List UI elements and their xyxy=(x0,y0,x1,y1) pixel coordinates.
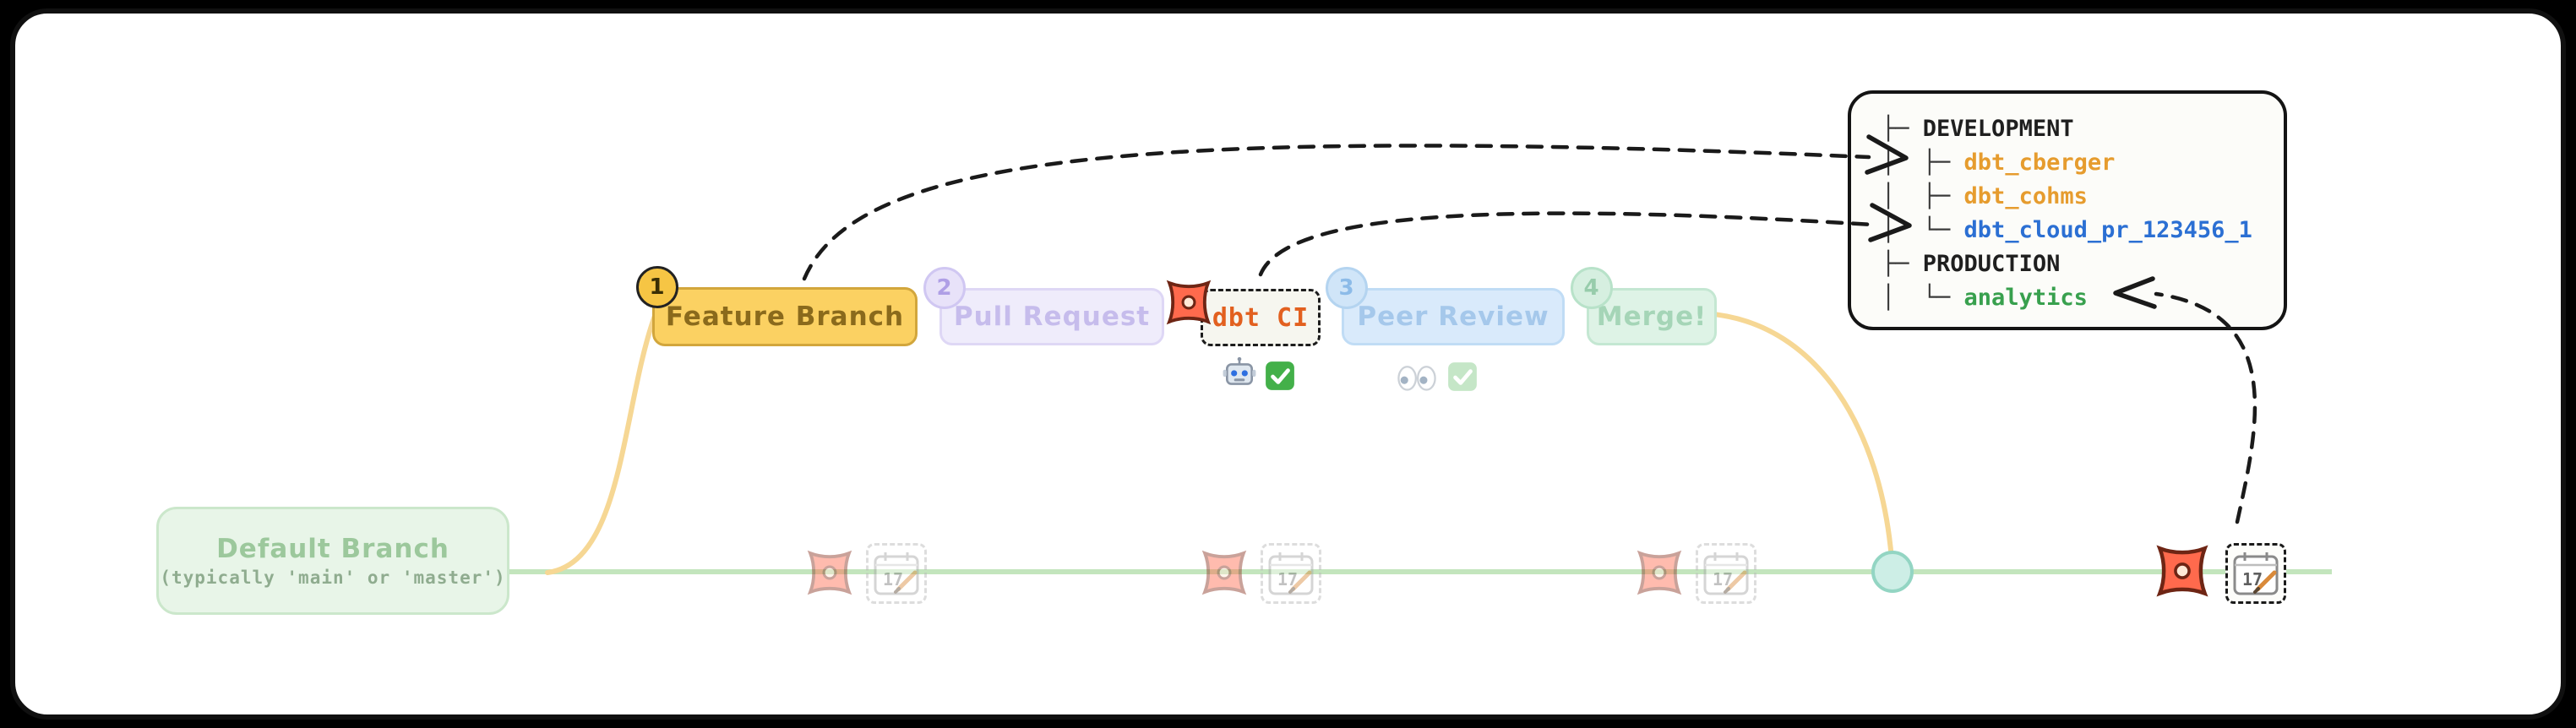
check-icon xyxy=(1264,360,1296,392)
tree-prefix: │ └─ xyxy=(1882,217,1964,243)
step-number-badge: 1 xyxy=(636,266,678,308)
tree-line-development: ├─ DEVELOPMENT xyxy=(1882,112,2284,146)
dbt-logo-icon xyxy=(1628,541,1691,604)
step-label: Merge! xyxy=(1596,302,1707,332)
schema-group-name: DEVELOPMENT xyxy=(1922,116,2074,142)
dbt-logo-icon xyxy=(1157,271,1220,334)
calendar-icon: 17 xyxy=(866,543,927,604)
dbt-logo-icon xyxy=(798,541,861,604)
dbt-logo-icon xyxy=(1193,541,1255,604)
schema-name: dbt_cohms xyxy=(1963,183,2088,209)
step-label: Pull Request xyxy=(953,302,1151,332)
check-icon xyxy=(1446,361,1479,393)
tree-prefix: ├─ xyxy=(1882,251,1923,277)
tree-line-dbt-cloud-pr: │ └─ dbt_cloud_pr_123456_1 xyxy=(1882,214,2284,247)
tree-line-dbt-cberger: │ ├─ dbt_cberger xyxy=(1882,146,2284,180)
warehouse-schema-panel: ├─ DEVELOPMENT │ ├─ dbt_cberger │ ├─ dbt… xyxy=(1848,90,2287,330)
dbt-logo-icon xyxy=(2146,535,2219,607)
calendar-day: 17 xyxy=(1277,569,1298,589)
schema-name: dbt_cberger xyxy=(1963,149,2116,176)
tree-line-dbt-cohms: │ ├─ dbt_cohms xyxy=(1882,180,2284,214)
tree-line-production: ├─ PRODUCTION xyxy=(1882,247,2284,281)
tree-prefix: │ ├─ xyxy=(1882,149,1964,176)
tree-prefix: │ ├─ xyxy=(1882,183,1964,209)
step-number-badge: 2 xyxy=(923,267,966,309)
calendar-icon: 17 xyxy=(1696,543,1756,604)
tree-prefix: │ └─ xyxy=(1882,285,1964,311)
tree-line-analytics: │ └─ analytics xyxy=(1882,281,2284,315)
step-pull-request: 2 Pull Request xyxy=(923,267,1164,345)
eyes-icon xyxy=(1396,365,1438,392)
calendar-icon: 17 xyxy=(2225,543,2286,604)
step-label: Peer Review xyxy=(1357,302,1549,332)
robot-icon xyxy=(1222,356,1257,392)
step-number-badge: 3 xyxy=(1326,267,1368,309)
step-label: dbt CI xyxy=(1212,302,1310,333)
schema-name: analytics xyxy=(1963,285,2088,311)
calendar-icon: 17 xyxy=(1261,543,1321,604)
schema-name: dbt_cloud_pr_123456_1 xyxy=(1963,217,2252,243)
default-branch-subtitle: (typically 'main' or 'master') xyxy=(160,568,506,588)
schema-group-name: PRODUCTION xyxy=(1922,251,2061,277)
step-feature-branch: 1 Feature Branch xyxy=(636,266,918,346)
calendar-day: 17 xyxy=(883,569,903,589)
default-branch-box: Default Branch (typically 'main' or 'mas… xyxy=(156,507,509,615)
step-label: Feature Branch xyxy=(665,302,905,332)
step-number-badge: 4 xyxy=(1571,267,1613,309)
step-peer-review: 3 Peer Review xyxy=(1326,267,1565,345)
step-merge: 4 Merge! xyxy=(1571,267,1717,345)
step-dbt-ci: dbt CI xyxy=(1166,280,1321,346)
calendar-day: 17 xyxy=(1713,569,1733,589)
tree-prefix: ├─ xyxy=(1882,116,1923,142)
default-branch-title: Default Branch xyxy=(216,534,449,564)
